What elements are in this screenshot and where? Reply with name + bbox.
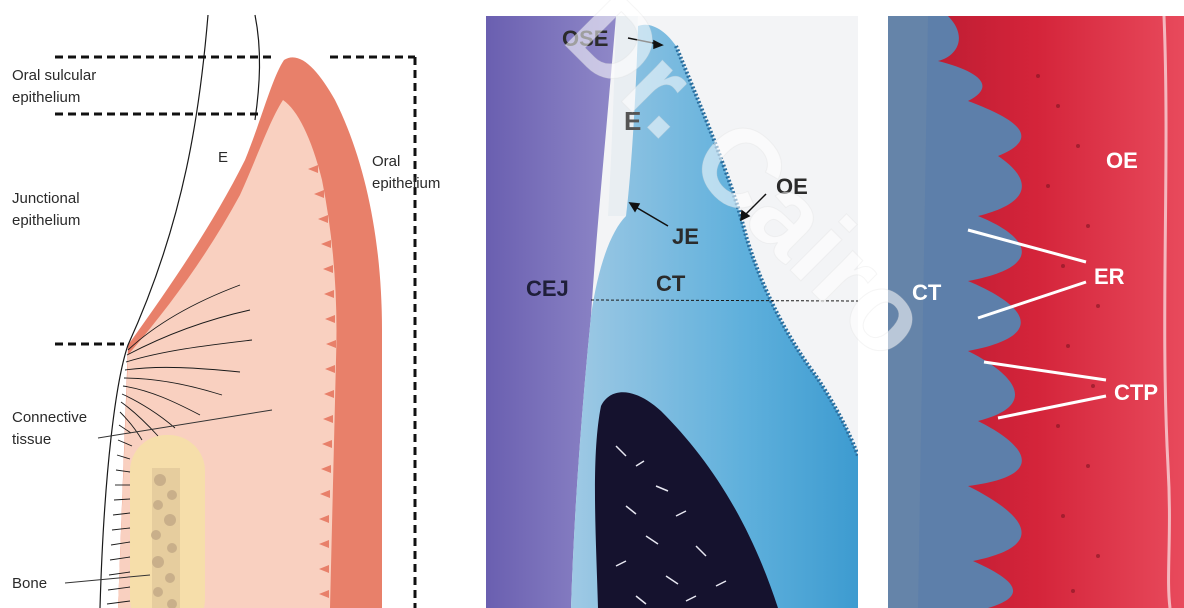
label-ctp: CTP (1114, 380, 1158, 405)
label-oral-epithelium-2: epithelium (372, 175, 440, 192)
micrograph-low-mag: OSE E OE JE CEJ CT (486, 16, 858, 608)
label-oe-high: OE (1106, 148, 1138, 173)
bone-trabeculae (151, 468, 180, 608)
label-junctional-1: Junctional (12, 190, 80, 207)
label-ct-high: CT (912, 280, 942, 305)
label-cej: CEJ (526, 276, 569, 301)
label-junctional-2: epithelium (12, 212, 80, 229)
label-oral-epithelium-1: Oral (372, 153, 400, 170)
label-oral-sulcular-1: Oral sulcular (12, 67, 96, 84)
label-connective-1: Connective (12, 409, 87, 426)
enamel-outline (255, 15, 260, 120)
label-bone: Bone (12, 575, 47, 592)
label-e: E (624, 106, 641, 136)
label-oral-sulcular-2: epithelium (12, 89, 80, 106)
label-enamel: E (218, 149, 228, 166)
label-oe: OE (776, 174, 808, 199)
label-ct: CT (656, 271, 686, 296)
label-ose: OSE (562, 26, 608, 51)
label-je: JE (672, 224, 699, 249)
label-er: ER (1094, 264, 1125, 289)
schematic-diagram: Oral sulcular epithelium E Junctional ep… (0, 0, 470, 608)
label-connective-2: tissue (12, 431, 51, 448)
micrograph-high-mag: OE CT ER CTP (888, 16, 1184, 608)
